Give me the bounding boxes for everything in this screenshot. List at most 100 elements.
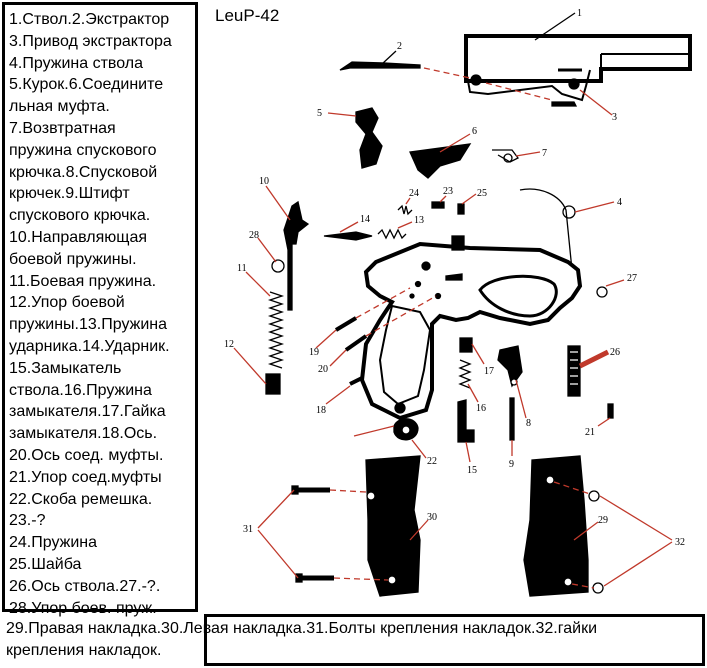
legend-line: 24.Пружина: [9, 534, 98, 552]
part-label-12: 12: [224, 339, 234, 350]
leader-1: [534, 12, 576, 41]
legend-line: 21.Упор соед.муфты: [9, 468, 162, 486]
dash-line: [423, 67, 471, 79]
part-22-lanyard-loop: [393, 418, 419, 441]
leader-3: [579, 89, 613, 116]
part-label-4: 4: [617, 197, 622, 208]
part-label-26: 26: [610, 347, 620, 358]
leader-5: [327, 112, 357, 117]
legend-line: боевой пружины.: [9, 250, 137, 268]
part-label-18: 18: [316, 405, 326, 416]
legend-line: 10.Направляющая: [9, 228, 148, 246]
legend-line: пружина спускового: [9, 141, 157, 159]
part-17-lock-nut: [459, 337, 473, 353]
leader-14: [339, 221, 359, 233]
leader-27: [605, 279, 625, 287]
diagram-title: LeuP-42: [215, 6, 280, 25]
part-label-1: 1: [577, 8, 582, 19]
dash-line: [485, 82, 553, 101]
leader-25: [461, 193, 477, 205]
leader-18: [325, 385, 351, 405]
part-7-trigger-spring: [492, 149, 519, 163]
part-12-mainspring-stop: [265, 373, 281, 395]
legend-line: 11.Боевая пружина.: [9, 272, 157, 290]
part-label-2: 2: [397, 41, 402, 52]
part-31-grip-bolts: [291, 485, 334, 583]
part-5-hammer: [355, 107, 383, 169]
legend-line: 26.Ось ствола.27.-?.: [9, 577, 161, 595]
part-14-firing-pin: [323, 231, 373, 241]
dash-line: [571, 583, 595, 589]
leader-26: [578, 349, 610, 369]
legend-line: 5.Курок.6.Соедините: [9, 76, 164, 94]
part-label-20: 20: [318, 364, 328, 375]
leader-23: [439, 195, 447, 203]
part-1-barrel: [464, 34, 692, 102]
part-label-29: 29: [598, 515, 608, 526]
leader-12: [233, 347, 267, 385]
leader-11: [245, 271, 271, 297]
part-24-spring: [397, 204, 413, 216]
part-label-16: 16: [476, 403, 486, 414]
legend-line: 20.Ось соед. муфты.: [9, 446, 164, 464]
part-label-24: 24: [409, 188, 419, 199]
part-2-extractor: [339, 61, 421, 71]
part-label-5: 5: [317, 108, 322, 119]
part-32-grip-nuts: [588, 490, 604, 594]
bottom-legend: 29.Правая накладка.30.Левая накладка.31.…: [2, 614, 706, 662]
part-15-barrel-lock: [457, 399, 475, 443]
legend-line: 22.Скоба ремешка.: [9, 490, 153, 508]
legend-line: 1.Ствол.2.Экстрактор: [9, 11, 170, 28]
leader-15: [465, 441, 471, 463]
leader-17: [471, 343, 485, 365]
part-label-30: 30: [427, 512, 437, 523]
part-23: [431, 201, 445, 209]
part-label-13: 13: [414, 215, 424, 226]
part-label-28: 28: [249, 230, 259, 241]
dash-line: [553, 481, 591, 495]
legend-line: 4.Пружина ствола: [9, 54, 143, 72]
leader-32a: [599, 495, 673, 541]
part-16-lock-spring: [458, 359, 472, 389]
leader-2: [381, 50, 397, 65]
part-label-25: 25: [477, 188, 487, 199]
frame: [359, 235, 583, 421]
leader-24: [405, 197, 411, 205]
legend-line: 23.-?: [9, 512, 46, 530]
part-6-coupling: [409, 143, 472, 179]
part-label-22: 22: [427, 456, 437, 467]
bottom-legend-line: крепления накладок.: [6, 641, 162, 659]
part-label-6: 6: [472, 126, 477, 137]
leader-19: [315, 329, 337, 349]
legend-line: замыкателя.17.Гайка: [9, 403, 166, 421]
legend-box: 1.Ствол.2.Экстрактор 3.Привод экстрактор…: [2, 2, 198, 617]
leader-29: [573, 521, 599, 541]
legend-line: 3.Привод экстрактора: [9, 32, 172, 50]
bottom-legend-box: [204, 614, 705, 666]
leader-30: [409, 519, 429, 541]
part-10-mainspring-guide: [283, 200, 310, 311]
part-3-extractor-drive: [551, 68, 582, 107]
legend-line: ударника.14.Ударник.: [9, 337, 170, 355]
leader-10: [265, 185, 291, 221]
leader-7: [515, 151, 541, 157]
legend-line: крючка.8.Спусковой: [9, 163, 158, 181]
part-20-coupling-pin: [344, 334, 368, 352]
legend-line: 12.Упор боевой: [9, 294, 125, 312]
part-label-9: 9: [509, 459, 514, 470]
legend-line: льная муфта.: [9, 98, 110, 116]
part-label-15: 15: [467, 465, 477, 476]
leader-32b: [603, 541, 673, 587]
leader-31b: [257, 529, 299, 579]
part-label-10: 10: [259, 176, 269, 187]
leader-22a: [353, 425, 395, 437]
dash-line: [355, 287, 411, 319]
part-label-31: 31: [243, 524, 253, 535]
legend-line: спускового крючка.: [9, 207, 151, 225]
part-8-trigger: [497, 345, 523, 388]
part-19: [334, 316, 358, 332]
part-26-barrel-axis: [567, 345, 581, 397]
part-9-trigger-pin: [509, 397, 515, 441]
dash-line: [365, 295, 437, 337]
